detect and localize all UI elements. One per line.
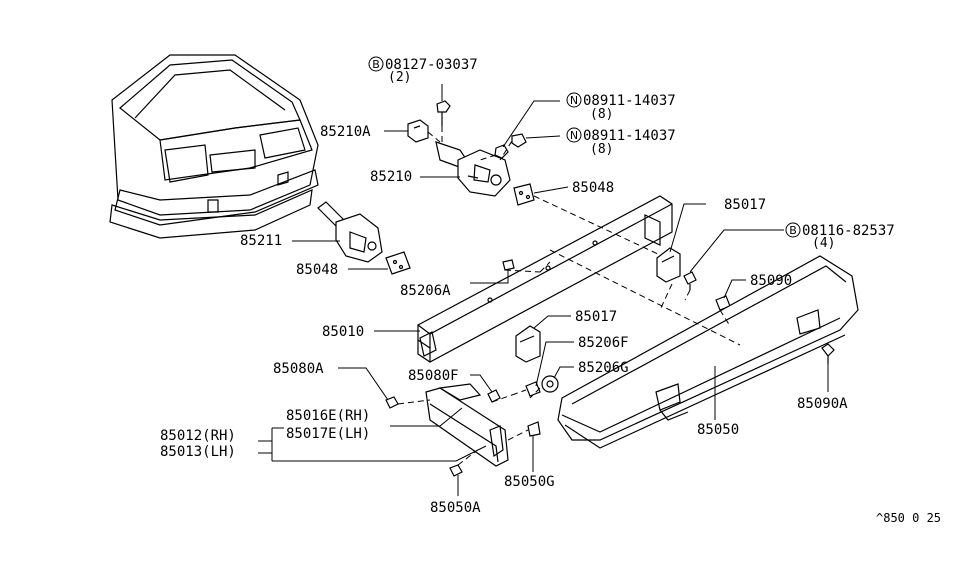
- callout-qty: (8): [590, 107, 613, 122]
- label-85017e: 85017E(LH): [286, 426, 370, 442]
- label-85206g: 85206G: [578, 360, 629, 376]
- bolt-85080a-part: [385, 396, 399, 409]
- callout-08911-b: N 08911-14037 (8): [566, 127, 676, 157]
- label-85048-upper: 85048: [572, 180, 614, 196]
- callout-symbol: N: [570, 129, 578, 142]
- bolt-08116-part: [683, 271, 697, 290]
- bolt-symbol-icon: [368, 56, 384, 72]
- callout-08116: B 08116-82537 (4): [785, 222, 895, 251]
- clip-85080f-part: [487, 389, 501, 403]
- label-85050g: 85050G: [504, 474, 555, 490]
- label-85210a: 85210A: [320, 124, 371, 140]
- callout-08127: B 08127-03037 (2): [368, 56, 478, 85]
- label-85210: 85210: [370, 169, 412, 185]
- stay-85210-part: [435, 141, 511, 197]
- grommet-85206g-part: [541, 375, 559, 393]
- label-85090: 85090: [750, 273, 792, 289]
- label-85206a: 85206A: [400, 283, 451, 299]
- nut-symbol-icon: [566, 127, 582, 143]
- plate-85048-upper-part: [513, 183, 535, 206]
- label-85048-lower: 85048: [296, 262, 338, 278]
- label-85080f: 85080F: [408, 368, 459, 384]
- callout-symbol: B: [789, 224, 797, 237]
- label-85017-lower: 85017: [575, 309, 617, 325]
- callout-qty: (8): [590, 142, 613, 157]
- assembly-guide-lines: [397, 126, 741, 466]
- clip-85090a-part: [821, 343, 835, 364]
- callout-code: 08127-03037: [385, 57, 478, 73]
- side-bracket-85012-part: [425, 383, 509, 467]
- label-85080a: 85080A: [273, 361, 324, 377]
- bracket-85210a-part: [407, 119, 429, 143]
- label-85206f: 85206F: [578, 335, 629, 351]
- stay-85211-part: [317, 201, 383, 263]
- callout-qty: (4): [812, 236, 835, 251]
- callout-symbol: N: [570, 94, 578, 107]
- nut-symbol-icon: [566, 92, 582, 108]
- reinforcement-85010-part: [417, 195, 673, 363]
- bracket-85017-upper-part: [656, 247, 681, 283]
- diagram-reference: ^850 0 25: [876, 511, 941, 525]
- part-labels: 85210A 85210 85048 85017 85211 85048 852…: [160, 124, 941, 525]
- bolt-symbol-icon: [785, 222, 801, 238]
- bolt-85206a-part: [502, 259, 515, 271]
- retainer-85206f-part: [525, 381, 541, 397]
- label-85016e: 85016E(RH): [286, 408, 370, 424]
- label-85050a: 85050A: [430, 500, 481, 516]
- label-85017-upper: 85017: [724, 197, 766, 213]
- bracket-85017-lower-part: [515, 325, 541, 363]
- label-85090a: 85090A: [797, 396, 848, 412]
- label-85012: 85012(RH): [160, 428, 236, 444]
- car-rear-illustration: [109, 54, 319, 239]
- callout-qty: (2): [388, 70, 411, 85]
- callout-code: 08911-14037: [583, 93, 676, 109]
- clip-85050g-part: [527, 421, 541, 437]
- bolt-08127-part: [436, 100, 451, 126]
- label-85013: 85013(LH): [160, 444, 236, 460]
- callout-symbol: B: [372, 58, 380, 71]
- nut-08911-parts: [494, 133, 527, 159]
- bumper-fascia-85050-part: [557, 255, 859, 449]
- plate-85048-lower-part: [385, 251, 411, 275]
- callout-08911-a: N 08911-14037 (8): [566, 92, 676, 122]
- label-85211: 85211: [240, 233, 282, 249]
- leader-lines: [258, 84, 829, 496]
- bolt-85050a-part: [449, 464, 463, 477]
- callout-code: 08116-82537: [802, 223, 895, 239]
- label-85010: 85010: [322, 324, 364, 340]
- label-85050: 85050: [697, 422, 739, 438]
- callout-code: 08911-14037: [583, 128, 676, 144]
